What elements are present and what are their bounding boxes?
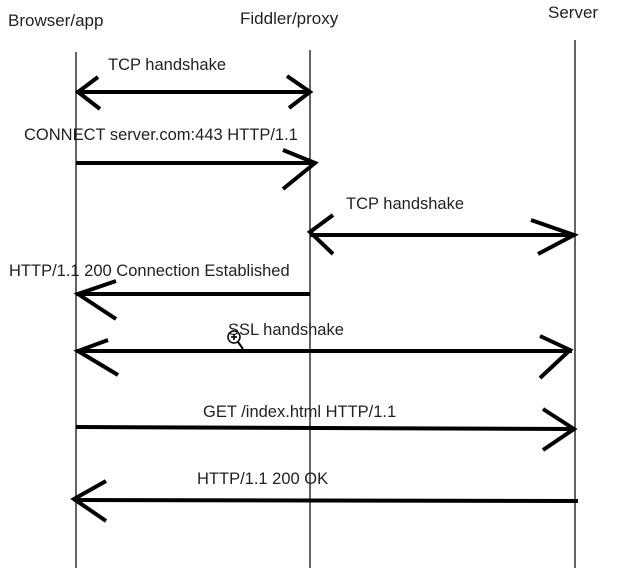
arrow-connection-established	[73, 279, 310, 321]
message-label-connect: CONNECT server.com:443 HTTP/1.1	[24, 126, 298, 144]
message-label-200-ok: HTTP/1.1 200 OK	[197, 470, 329, 488]
arrow-tcp-handshake-1	[74, 74, 314, 111]
participant-proxy: Fiddler/proxy	[240, 9, 339, 28]
participant-server: Server	[548, 3, 599, 22]
arrow-get-index	[75, 407, 578, 452]
message-label-connection-established: HTTP/1.1 200 Connection Established	[9, 262, 290, 280]
message-label-tcp-handshake-2: TCP handshake	[346, 195, 465, 213]
arrow-200-ok	[70, 479, 579, 523]
arrow-connect	[76, 148, 319, 191]
message-label-get-index: GET /index.html HTTP/1.1	[203, 403, 397, 421]
message-label-ssl-handshake: SSL handshake	[228, 321, 344, 339]
arrow-ssl-handshake	[73, 334, 574, 380]
participant-browser: Browser/app	[8, 11, 104, 30]
message-label-tcp-handshake-1: TCP handshake	[108, 56, 227, 74]
arrow-tcp-handshake-2	[306, 213, 579, 256]
zoom-cursor-icon	[227, 330, 244, 350]
